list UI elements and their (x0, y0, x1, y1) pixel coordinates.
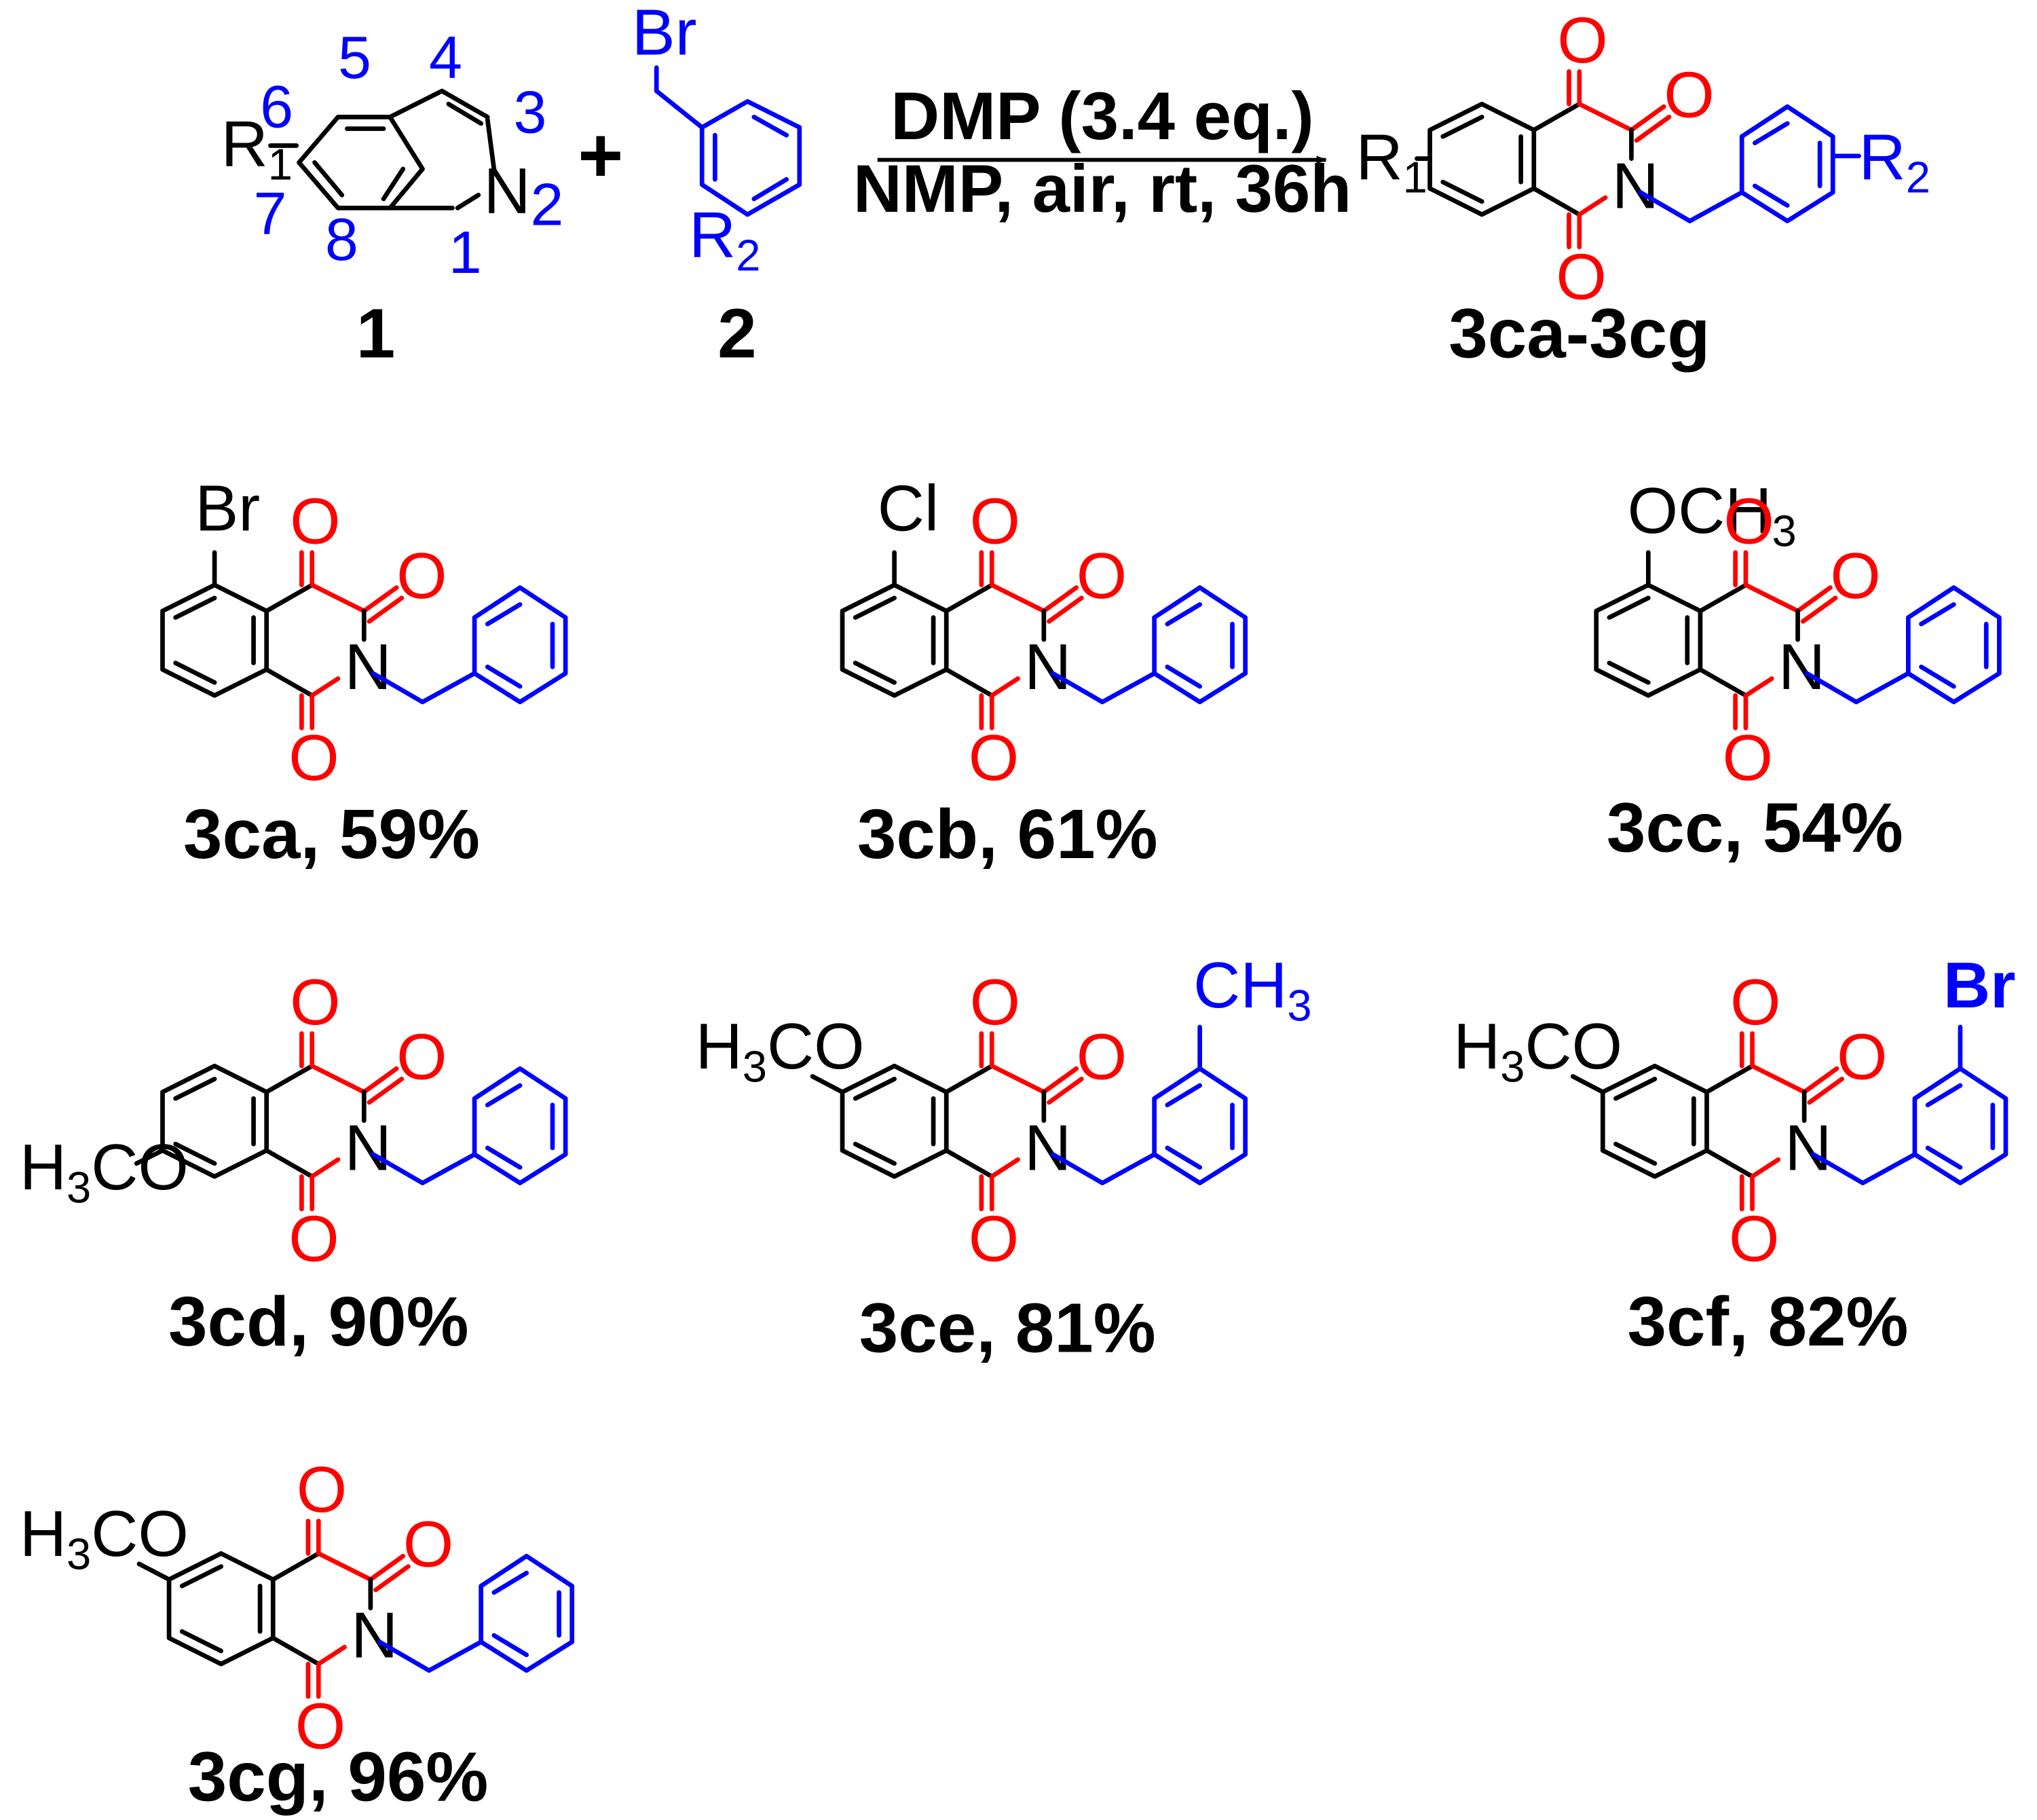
generic-product-nitrogen: N (1612, 149, 1659, 222)
generic-product-r2-label: R2 (1859, 121, 1930, 202)
r2-label: R2 (689, 199, 760, 280)
reagent-label: DMP (3.4 eq.) (891, 79, 1313, 154)
product-3ce-structure: H3CO O O O N CH3 (696, 949, 1312, 1275)
product-3cd-oxygen-4: O (290, 966, 340, 1039)
product-3ca-bromine: Br (195, 472, 260, 544)
product-3ca-caption: 3ca, 59% (183, 794, 480, 873)
product-3cg-methoxy: H3CO (20, 1498, 189, 1578)
benzyl-bromide-bromine: Br (632, 0, 697, 69)
product-3cf-oxygen-4: O (1730, 966, 1780, 1039)
product-3cc-oxygen-3: O (1830, 540, 1880, 612)
isoquinoline-structure: N R1 (221, 88, 531, 227)
product-3cd-nitrogen: N (345, 1112, 392, 1185)
product-3cb-oxygen-4: O (970, 485, 1020, 557)
generic-product-structure: O O O N R1 R2 (1356, 4, 1930, 314)
position-8-label: 8 (325, 206, 358, 273)
product-3ca-oxygen-3: O (396, 540, 447, 612)
product-3cg-oxygen-1: O (295, 1690, 345, 1763)
isoquinoline-nitrogen: N (483, 155, 530, 227)
product-3cc-structure: OCH3 O O O N (1594, 475, 2002, 794)
product-3cc-methoxy: OCH3 (1628, 475, 1797, 555)
product-3cb-structure: Cl O O O N (840, 472, 1248, 794)
product-3cf-oxygen-1: O (1729, 1203, 1779, 1276)
generic-product-oxygen-1: O (1556, 240, 1606, 313)
product-3ce-nitrogen: N (1024, 1112, 1071, 1185)
position-2-label: 2 (530, 170, 563, 238)
product-3ca-oxygen-4: O (290, 485, 340, 557)
product-3cd-oxygen-1: O (288, 1203, 339, 1276)
product-3cf-caption: 3cf, 82% (1628, 1282, 1909, 1360)
product-3ca-oxygen-1: O (288, 722, 339, 794)
product-3cb-chlorine: Cl (878, 472, 939, 544)
product-3cb-oxygen-3: O (1077, 540, 1127, 612)
product-3cg-structure: H3CO O O O N (20, 1453, 575, 1763)
product-3cd-oxygen-3: O (396, 1020, 447, 1093)
compound-1-label: 1 (356, 294, 396, 373)
ring-position-labels: 1 2 3 4 5 6 7 8 (254, 24, 564, 286)
position-3-label: 3 (514, 78, 547, 145)
position-1-label: 1 (449, 219, 482, 286)
generic-product-r1-label: R1 (1356, 121, 1427, 202)
product-3ce-oxygen-3: O (1077, 1020, 1127, 1093)
product-3cf-bromine: Br (1943, 949, 2015, 1022)
product-3cc-oxygen-1: O (1722, 722, 1772, 794)
product-3ce-methyl: CH3 (1193, 949, 1312, 1030)
conditions-label: NMP, air, rt, 36h (853, 151, 1351, 227)
product-3cb-caption: 3cb, 61% (857, 794, 1158, 873)
compound-2-label: 2 (717, 294, 757, 373)
product-3ce-methoxy: H3CO (696, 1010, 865, 1091)
product-3cg-oxygen-3: O (403, 1508, 453, 1581)
product-3cf-structure: H3CO O O O N Br (1453, 949, 2015, 1275)
position-5-label: 5 (338, 24, 371, 91)
product-3cb-nitrogen: N (1024, 631, 1071, 703)
product-range-label: 3ca-3cg (1449, 294, 1710, 373)
generic-product-oxygen-3: O (1664, 58, 1714, 131)
product-3ce-oxygen-4: O (970, 966, 1020, 1039)
product-3ce-caption: 3ce, 81% (859, 1288, 1156, 1367)
product-3ce-oxygen-1: O (969, 1203, 1019, 1276)
product-3ca-structure: Br O O O N (160, 472, 568, 794)
product-3cb-oxygen-1: O (969, 722, 1019, 794)
product-3cf-oxygen-3: O (1837, 1020, 1887, 1093)
product-3cc-caption: 3cc, 54% (1607, 787, 1903, 866)
product-3cd-methoxy: H3CO (20, 1131, 189, 1212)
product-3cd-caption: 3cd, 90% (168, 1282, 469, 1360)
product-3cg-caption: 3cg, 96% (188, 1737, 489, 1815)
position-7-label: 7 (254, 180, 287, 247)
generic-product-oxygen-4: O (1557, 4, 1607, 77)
r1-label: R1 (221, 108, 293, 189)
product-3cc-nitrogen: N (1778, 631, 1825, 703)
plus-sign: + (578, 112, 623, 199)
product-3cg-nitrogen: N (351, 1599, 398, 1672)
benzyl-bromide-structure: Br R2 (632, 0, 802, 280)
position-6-label: 6 (260, 73, 293, 141)
product-3cc-oxygen-4: O (1723, 485, 1774, 557)
position-4-label: 4 (429, 24, 462, 91)
product-3ca-nitrogen: N (345, 631, 392, 703)
product-3cd-structure: H3CO O O O N (20, 966, 568, 1276)
product-3cg-oxygen-4: O (297, 1453, 347, 1526)
product-3cf-nitrogen: N (1784, 1112, 1831, 1185)
product-3cf-methoxy: H3CO (1453, 1010, 1622, 1091)
